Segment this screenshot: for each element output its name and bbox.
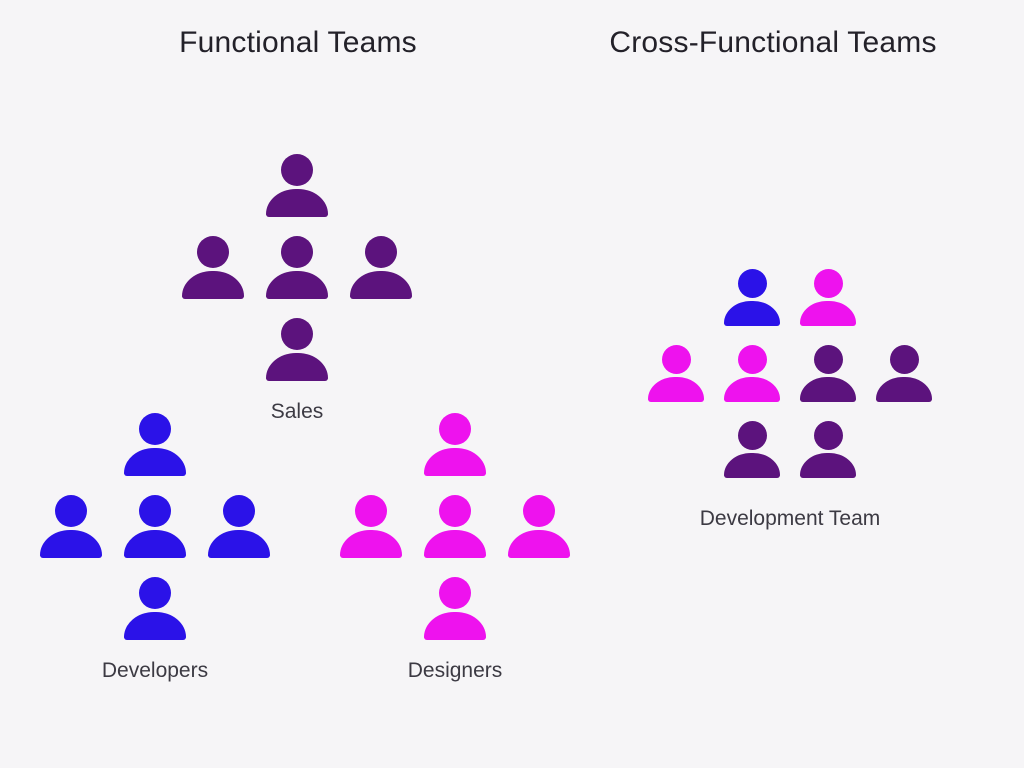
person-head bbox=[139, 413, 171, 445]
person-body bbox=[724, 377, 780, 402]
person-head bbox=[223, 495, 255, 527]
magenta-person-icon bbox=[648, 345, 704, 402]
magenta-person-icon bbox=[508, 495, 570, 558]
person-row bbox=[266, 154, 328, 217]
person-body bbox=[266, 353, 328, 381]
person-head bbox=[813, 421, 843, 450]
person-body bbox=[724, 301, 780, 326]
person-body bbox=[266, 189, 328, 217]
person-body bbox=[40, 530, 102, 558]
person-head bbox=[439, 413, 471, 445]
person-row bbox=[340, 495, 570, 558]
person-body bbox=[876, 377, 932, 402]
person-head bbox=[139, 577, 171, 609]
person-body bbox=[124, 530, 186, 558]
person-body bbox=[508, 530, 570, 558]
person-body bbox=[800, 453, 856, 478]
person-body bbox=[350, 271, 412, 299]
purple-person-icon bbox=[266, 154, 328, 217]
person-head bbox=[523, 495, 555, 527]
purple-person-icon bbox=[350, 236, 412, 299]
person-row bbox=[124, 577, 186, 640]
person-head bbox=[281, 236, 313, 268]
person-body bbox=[182, 271, 244, 299]
person-head bbox=[197, 236, 229, 268]
person-head bbox=[439, 577, 471, 609]
designers-cluster: Designers bbox=[340, 413, 570, 683]
magenta-person-icon bbox=[800, 269, 856, 326]
person-body bbox=[124, 612, 186, 640]
functional-teams-title: Functional Teams bbox=[179, 26, 417, 59]
blue-person-icon bbox=[124, 413, 186, 476]
person-head bbox=[737, 421, 767, 450]
person-head bbox=[439, 495, 471, 527]
person-body bbox=[724, 453, 780, 478]
person-row bbox=[266, 318, 328, 381]
magenta-person-icon bbox=[424, 577, 486, 640]
purple-person-icon bbox=[800, 421, 856, 478]
magenta-person-icon bbox=[424, 413, 486, 476]
developers-label: Developers bbox=[101, 659, 209, 682]
purple-person-icon bbox=[182, 236, 244, 299]
person-head bbox=[661, 345, 691, 374]
person-body bbox=[800, 301, 856, 326]
person-head bbox=[281, 154, 313, 186]
development-team-cluster: Development Team bbox=[648, 269, 932, 531]
designers-label: Designers bbox=[407, 659, 503, 682]
blue-person-icon bbox=[124, 495, 186, 558]
purple-person-icon bbox=[724, 421, 780, 478]
blue-person-icon bbox=[724, 269, 780, 326]
person-head bbox=[813, 269, 843, 298]
person-row bbox=[424, 413, 486, 476]
magenta-person-icon bbox=[424, 495, 486, 558]
person-row bbox=[182, 236, 412, 299]
person-row bbox=[648, 345, 932, 402]
purple-person-icon bbox=[266, 318, 328, 381]
person-body bbox=[340, 530, 402, 558]
person-head bbox=[139, 495, 171, 527]
developers-cluster: Developers bbox=[40, 413, 270, 683]
magenta-person-icon bbox=[724, 345, 780, 402]
person-row bbox=[724, 421, 856, 478]
person-body bbox=[424, 612, 486, 640]
person-head bbox=[889, 345, 919, 374]
purple-person-icon bbox=[876, 345, 932, 402]
person-head bbox=[281, 318, 313, 350]
magenta-person-icon bbox=[340, 495, 402, 558]
development-team-label: Development Team bbox=[699, 507, 881, 530]
person-head bbox=[55, 495, 87, 527]
person-head bbox=[737, 345, 767, 374]
person-row bbox=[724, 269, 856, 326]
person-head bbox=[365, 236, 397, 268]
person-head bbox=[737, 269, 767, 298]
person-body bbox=[424, 448, 486, 476]
person-body bbox=[208, 530, 270, 558]
person-body bbox=[424, 530, 486, 558]
person-body bbox=[800, 377, 856, 402]
purple-person-icon bbox=[266, 236, 328, 299]
cross-functional-teams-title: Cross-Functional Teams bbox=[609, 26, 937, 59]
person-body bbox=[266, 271, 328, 299]
blue-person-icon bbox=[40, 495, 102, 558]
person-row bbox=[424, 577, 486, 640]
person-row bbox=[40, 495, 270, 558]
sales-label: Sales bbox=[270, 400, 324, 423]
blue-person-icon bbox=[124, 577, 186, 640]
person-head bbox=[355, 495, 387, 527]
sales-cluster: Sales bbox=[182, 154, 412, 424]
blue-person-icon bbox=[208, 495, 270, 558]
person-row bbox=[124, 413, 186, 476]
purple-person-icon bbox=[800, 345, 856, 402]
person-body bbox=[648, 377, 704, 402]
person-head bbox=[813, 345, 843, 374]
person-body bbox=[124, 448, 186, 476]
